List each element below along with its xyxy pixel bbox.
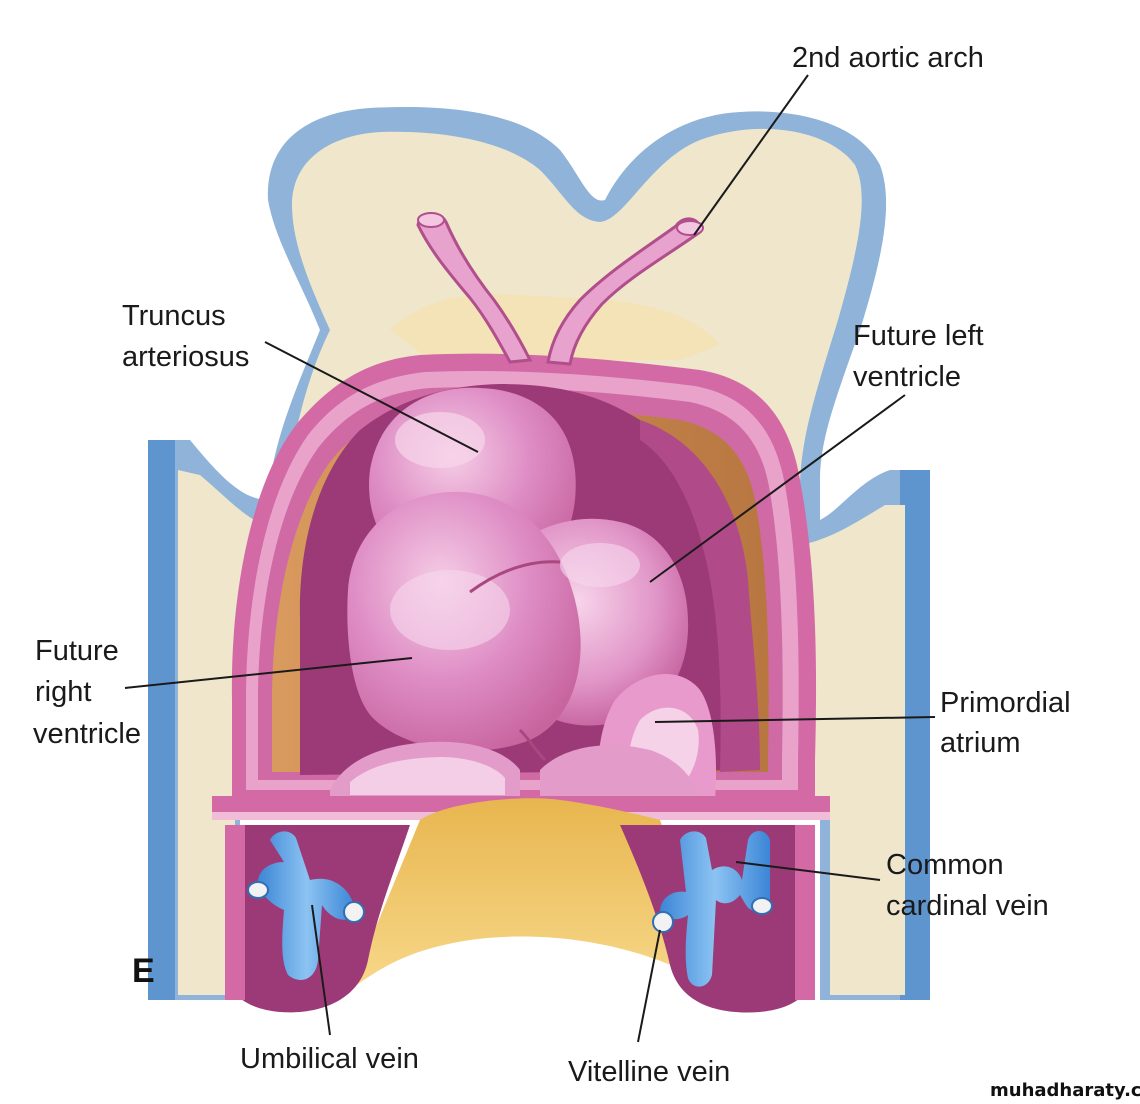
- panel-letter: E: [132, 952, 155, 990]
- leader-atrium: [654, 716, 936, 723]
- label-atrium-line2: atrium: [940, 727, 1021, 759]
- label-right-ventricle-line1: Future: [35, 635, 119, 667]
- watermark: muhadharaty.com: [990, 1080, 1140, 1101]
- heart-tube: [330, 387, 717, 800]
- left-sinus-horn: [225, 825, 410, 1013]
- right-sinus-horn: [620, 825, 815, 1013]
- leader-umbilical: [311, 904, 331, 1036]
- labels: 2nd aortic arch Truncus arteriosus Futur…: [33, 42, 1140, 1101]
- leader-left-ventricle: [649, 394, 906, 583]
- label-cardinal-line2: cardinal vein: [886, 890, 1049, 922]
- label-truncus-line2: arteriosus: [122, 341, 249, 373]
- label-right-ventricle-line3: ventricle: [33, 718, 141, 750]
- label-vitelline-vein: Vitelline vein: [568, 1056, 730, 1088]
- leader-truncus: [264, 341, 479, 453]
- label-umbilical-vein: Umbilical vein: [240, 1043, 419, 1075]
- label-left-ventricle-line1: Future left: [853, 320, 984, 352]
- label-left-ventricle-line2: ventricle: [853, 361, 961, 393]
- leader-vitelline: [637, 929, 661, 1043]
- label-truncus-line1: Truncus: [122, 300, 226, 332]
- label-atrium-line1: Primordial: [940, 687, 1071, 719]
- aortic-arches: [416, 212, 704, 366]
- leader-lines: [124, 74, 936, 1043]
- label-cardinal-line1: Common: [886, 849, 1004, 881]
- label-aortic-arch: 2nd aortic arch: [792, 42, 984, 74]
- leader-cardinal: [735, 861, 881, 881]
- leader-right-ventricle: [124, 657, 413, 689]
- yolk-sac: [350, 798, 720, 990]
- label-right-ventricle-line2: right: [35, 676, 91, 708]
- leader-aortic-arch: [693, 74, 809, 236]
